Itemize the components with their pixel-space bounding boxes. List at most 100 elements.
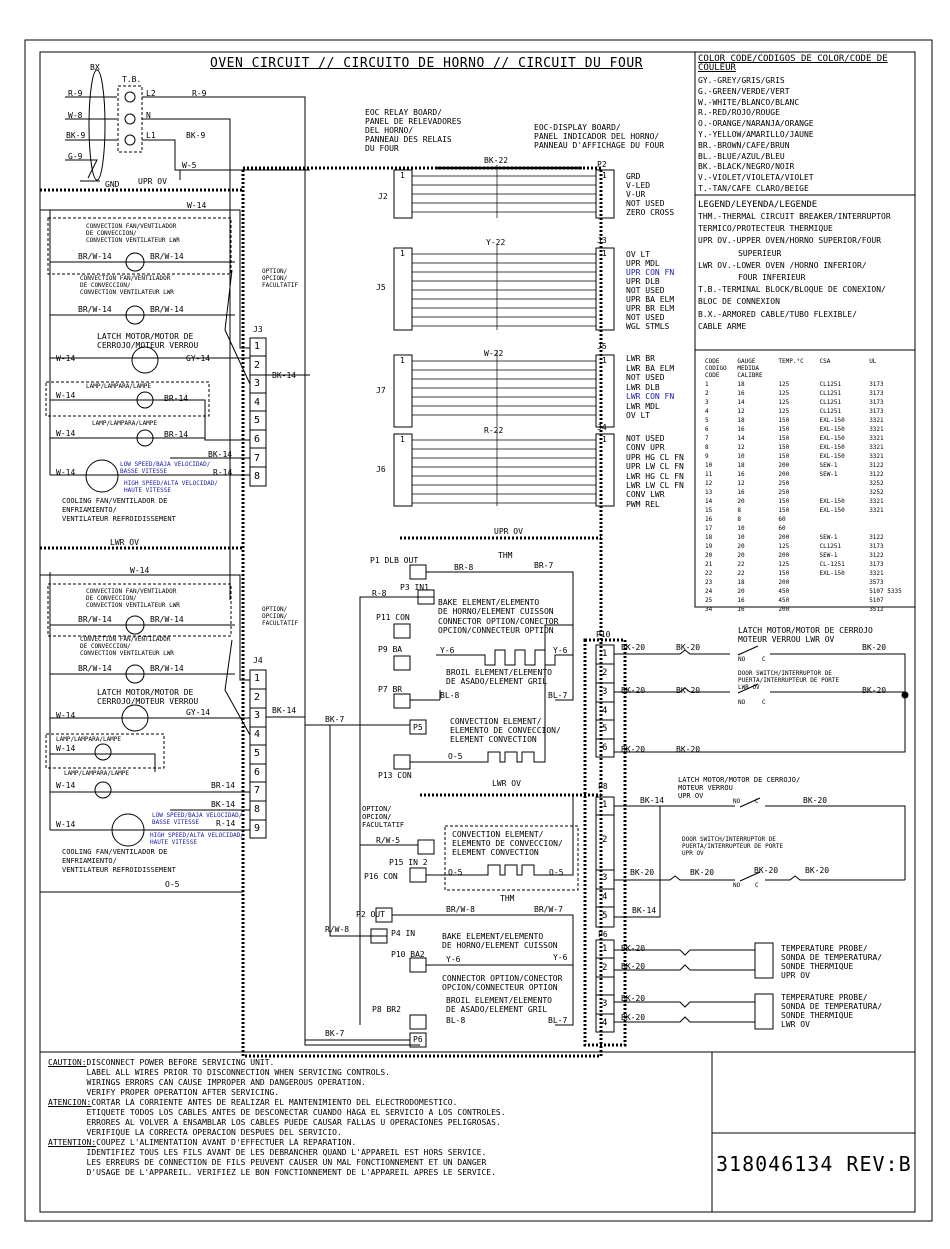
lamp-lwr2-label: LAMP/LAMPARA/LAMPE [64, 770, 130, 777]
table-cell: 3122 [869, 552, 884, 559]
thm-lwr: THM [500, 894, 515, 903]
table-cell: 150 [778, 507, 790, 514]
table-cell: EXL-150 [819, 417, 845, 424]
table-cell: 3321 [869, 453, 884, 460]
table-cell: 20 [737, 588, 745, 595]
no-4: NO [733, 882, 741, 889]
bk7-a: BK-7 [325, 715, 345, 724]
w14-upr: W-14 [187, 201, 207, 210]
table-cell: 125 [778, 399, 790, 406]
color-code-title: COLOR CODE/CODIGOS DE COLOR/CODE DE COUL… [698, 54, 888, 73]
table-cell: CL1251 [819, 399, 842, 406]
connector-pin-number: 5 [602, 911, 608, 921]
table-cell: 22 [737, 570, 745, 577]
bk14-upr: BK-14 [208, 450, 233, 459]
p9-label: P9 BA [378, 645, 403, 654]
latch-upr-right-label: LATCH MOTOR/MOTOR DE CERROJO/ MOTEUR VER… [678, 776, 801, 800]
j4-right-label: J4 [597, 423, 607, 432]
lg-list-item: B.X.-ARMORED CABLE/TUBO FLEXIBLE/ [698, 309, 857, 319]
connector-pin-number: 3 [602, 873, 608, 883]
p5-label: P5 [413, 723, 423, 732]
upr-ov-board-label: UPR OV [494, 527, 523, 536]
gy14-lwr: GY-14 [186, 708, 211, 717]
table-cell [816, 489, 864, 496]
pin1-j7: 1 [400, 356, 405, 365]
table-cell: CL1251 [819, 390, 842, 397]
w5-label: W-5 [182, 161, 197, 170]
table-cell: 16 [737, 606, 745, 613]
j3r-list-item: UPR MDL [626, 259, 660, 268]
bk20-14: BK-20 [621, 944, 646, 953]
table-cell: 5107 5335 [869, 588, 902, 595]
table-cell: 10 [705, 462, 713, 469]
table-cell: 10 [737, 453, 745, 460]
table-cell: 5107 [869, 597, 884, 604]
j5r-list-item: OV LT [626, 411, 651, 420]
br8-label: BR-8 [454, 563, 474, 572]
table-cell: 3 [705, 399, 709, 406]
w14-lamp2: W-14 [56, 429, 76, 438]
gauge-table-header: CODE CODIGO CODE [705, 358, 727, 379]
table-cell: 250 [778, 489, 790, 496]
table-cell: 18 [737, 417, 745, 424]
j3r-list-item: NOT USED [626, 286, 665, 295]
bk9-left: BK-9 [66, 131, 86, 140]
table-cell: 5 [705, 417, 709, 424]
cooling-upr-label: COOLING FAN/VENTILADOR DE ENFRIAMIENTO/ … [62, 497, 176, 523]
connector-pin-number: 8 [254, 471, 261, 483]
low-speed-upr: LOW SPEED/BAJA VELOCIDAD/ BASSE VITESSE [120, 461, 211, 475]
connector-pin-number: 1 [254, 341, 261, 352]
cc-list-item: GY.-GREY/GRIS/GRIS [698, 76, 785, 85]
lg-list-item: FOUR INFERIEUR [738, 273, 806, 282]
caution-text: DISCONNECT POWER BEFORE SERVICING UNIT. … [86, 1058, 390, 1097]
connector-pin-number: 4 [602, 1018, 608, 1028]
broil-lwr-label: BROIL ELEMENT/ELEMENTO DE ASADO/ELEMENT … [446, 996, 552, 1014]
table-cell: 3321 [869, 570, 884, 577]
cc-list-item: V.-VIOLET/VIOLETA/VIOLET [698, 173, 814, 183]
table-cell: 3173 [869, 561, 884, 568]
bk14-j4: BK-14 [272, 706, 297, 715]
p10-label: P10 [596, 630, 611, 639]
connector-pin-number: 2 [602, 835, 608, 845]
j4-label: J4 [253, 656, 263, 665]
latch-lwr-right-label: LATCH MOTOR/MOTOR DE CERROJO MOTEUR VERR… [738, 626, 873, 644]
table-cell: 3173 [869, 399, 884, 406]
connector-pin-number: 3 [602, 687, 608, 697]
o5-lwr-b: O-5 [549, 868, 564, 877]
table-cell: 150 [778, 570, 790, 577]
bk22-label: BK-22 [484, 156, 509, 165]
cooling-lwr-label: COOLING FAN/VENTILADOR DE ENFRIAMIENTO/ … [62, 848, 176, 874]
bl8-lwr: BL-8 [446, 1016, 466, 1025]
attention-text: COUPEZ L'ALIMENTATION AVANT D'EFFECTUER … [86, 1138, 496, 1177]
c-3: C [755, 798, 759, 805]
p11-label: P11 CON [376, 613, 410, 622]
p2-list-item: GRD [626, 172, 641, 181]
table-cell: 20 [737, 543, 745, 550]
table-cell [816, 597, 864, 604]
brw8-label: BR/W-8 [446, 905, 475, 914]
cc-list-item: BR.-BROWN/CAFE/BRUN [698, 140, 790, 150]
j2-label: J2 [378, 192, 388, 201]
table-cell: 13 [705, 489, 713, 496]
table-cell [866, 525, 908, 532]
table-cell: 3321 [869, 498, 884, 505]
cc-list-item: Y.-YELLOW/AMARILLO/JAUNE [698, 130, 814, 139]
table-cell: 3321 [869, 417, 884, 424]
connector-pin-number: 3 [254, 710, 261, 722]
j4r-list-item: CONV UPR [626, 443, 665, 453]
table-cell: EXL-150 [819, 570, 845, 577]
j5r-list-item: LWR MDL [626, 401, 660, 411]
table-cell: 34 [705, 606, 713, 613]
connector-lwr-label: CONNECTOR OPTION/CONECTOR OPCION/CONNECT… [442, 974, 563, 992]
w14-cool-upr: W-14 [56, 468, 76, 477]
table-cell: 3252 [869, 489, 884, 496]
brw14-f: BR/W-14 [150, 615, 184, 624]
bk20-13: BK-20 [805, 866, 830, 875]
table-cell: 125 [778, 561, 790, 568]
bk20-7: BK-20 [621, 745, 646, 754]
